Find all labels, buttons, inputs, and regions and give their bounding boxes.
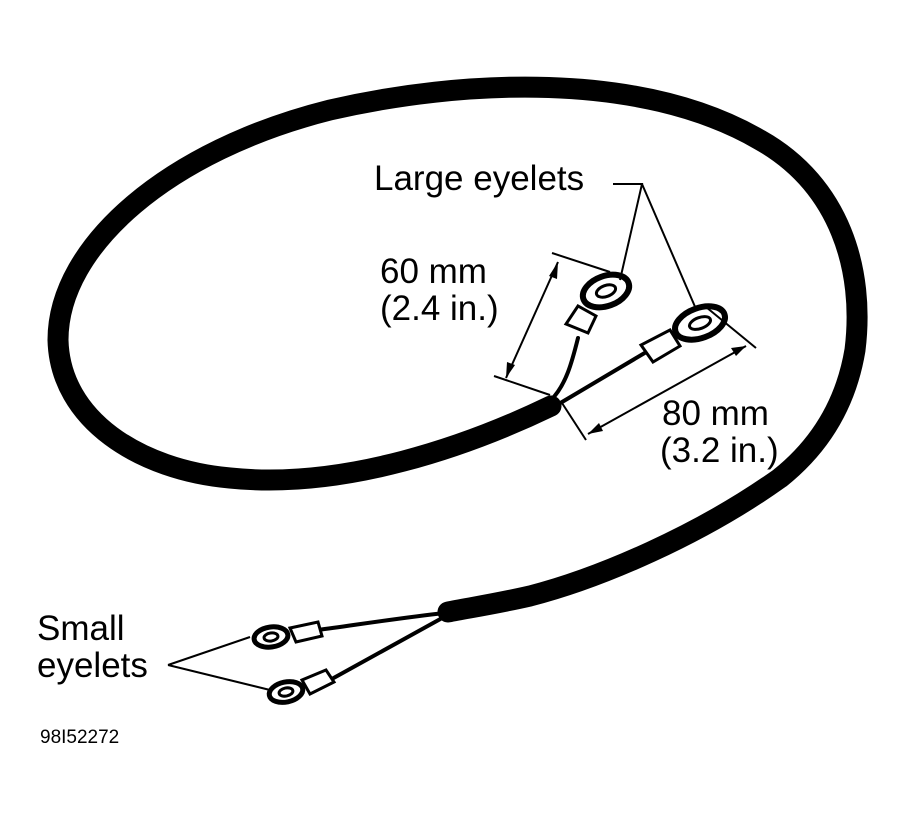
dim-60-line [505,261,559,379]
large-eyelets-label: Large eyelets [374,159,585,198]
upper-long-lead [555,349,650,407]
lower-lead-2 [328,615,446,682]
dim-80-in-label: (3.2 in.) [660,431,779,470]
dim-80-extension-right [705,306,757,349]
dim-60-extension-top [551,252,611,273]
small-eyelet-lower [266,668,337,705]
figure-id: 98I52272 [40,727,120,748]
dim-60-arrow-bottom [506,362,515,378]
main-cable [47,76,868,623]
dim-80-mm-label: 80 mm [662,394,769,433]
small-eyelets-label-line1: Small [37,609,125,648]
dim-60-in-label: (2.4 in.) [380,289,499,328]
dim-60-arrow-top [549,262,558,279]
small-eyelets-label-line2: eyelets [37,646,148,685]
dim-80-arrow-left [588,423,603,434]
dim-60-mm-label: 60 mm [380,252,487,291]
dim-80-arrow-right [731,346,746,356]
dim-80-extension-left [561,402,587,441]
small-eyelet-upper [251,620,324,650]
lower-lead-1 [316,611,446,632]
leader-large-eyelets [613,183,697,310]
dim-80-line [587,345,747,435]
leader-small-eyelets [167,636,271,691]
large-eyelet-left [563,271,633,335]
large-eyelet-right [638,303,728,364]
upper-short-lead [549,336,580,402]
dim-60-extension-bottom [493,375,551,396]
